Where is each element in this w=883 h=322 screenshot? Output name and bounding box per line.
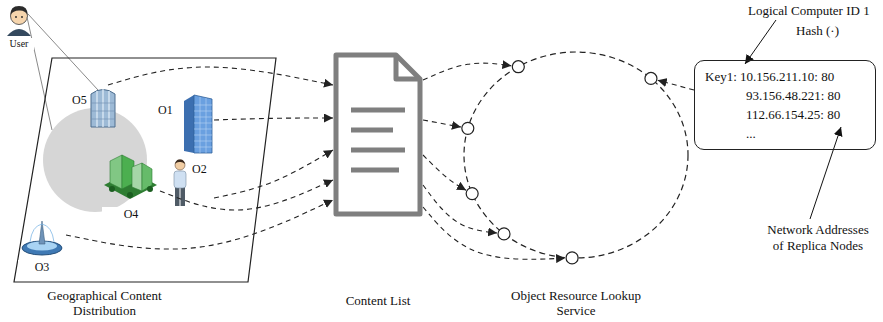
callout-label: Network Addresses of Replica Nodes bbox=[764, 222, 872, 254]
doc-outline bbox=[333, 52, 423, 217]
dashed-connector bbox=[423, 155, 466, 190]
user-eye bbox=[15, 16, 17, 18]
node-label: Geographical Content Distribution bbox=[42, 288, 167, 318]
map-object: O5 bbox=[72, 85, 120, 127]
ring-outline bbox=[460, 48, 692, 262]
dashed-connector bbox=[658, 80, 694, 90]
lookup-ring-path bbox=[464, 52, 688, 258]
campus-block bbox=[110, 155, 122, 189]
dashed-connector bbox=[214, 150, 333, 198]
person-leg bbox=[181, 187, 186, 206]
dashed-connector bbox=[160, 180, 333, 210]
map-object: O4 bbox=[102, 143, 160, 223]
callout-label: Logical Computer ID 1 bbox=[748, 3, 870, 19]
fountain-icon bbox=[22, 221, 62, 255]
building-body bbox=[91, 90, 115, 128]
tower-icon bbox=[184, 95, 212, 153]
node-label: O4 bbox=[102, 207, 160, 221]
content-list: Content List bbox=[333, 52, 423, 314]
node-label: Content List bbox=[333, 293, 423, 308]
ring-node bbox=[462, 122, 474, 134]
tower-front bbox=[194, 95, 212, 153]
node-label: Object Resource Lookup Service bbox=[506, 288, 646, 318]
person-head bbox=[175, 160, 185, 170]
person-torso bbox=[174, 171, 186, 188]
node-label: O3 bbox=[18, 260, 66, 274]
dashed-connector bbox=[423, 207, 565, 259]
ring-node bbox=[498, 228, 510, 240]
sight-line bbox=[27, 17, 52, 130]
node-label: O2 bbox=[192, 162, 207, 176]
ring-node bbox=[566, 252, 578, 264]
green-campus-icon bbox=[104, 155, 157, 199]
node-label: O1 bbox=[158, 103, 173, 117]
node-label: 112.66.154.25: 80 bbox=[746, 105, 840, 124]
dashed-connector bbox=[423, 63, 511, 80]
campus-tree bbox=[127, 192, 133, 198]
ring-node bbox=[512, 61, 524, 73]
ring-node bbox=[645, 72, 657, 84]
map-object: O1 bbox=[158, 93, 214, 155]
tower-windows bbox=[194, 97, 212, 153]
map-object: O2 bbox=[170, 158, 214, 208]
user-hair bbox=[10, 6, 27, 15]
leader-arrow bbox=[810, 127, 841, 219]
campus-block bbox=[132, 163, 142, 191]
node-label: 93.156.48.221: 80 bbox=[746, 86, 841, 105]
person-hair bbox=[175, 159, 185, 164]
document-fold bbox=[396, 55, 420, 79]
campus-tree bbox=[109, 186, 115, 192]
node-label: Key1: 10.156.211.10: 80 bbox=[705, 67, 834, 86]
document-page bbox=[336, 55, 420, 214]
dashed-connector bbox=[66, 200, 333, 249]
node-label: User bbox=[4, 38, 34, 50]
leader-arrow bbox=[745, 20, 776, 64]
campus-block bbox=[142, 163, 152, 191]
building-glass bbox=[97, 89, 109, 127]
user-figure: User bbox=[4, 2, 34, 52]
plane-outline bbox=[12, 55, 280, 285]
replica-box: Key1: 10.156.211.10: 8093.156.48.221: 80… bbox=[694, 60, 876, 150]
user-body bbox=[7, 29, 31, 36]
ring-node bbox=[466, 188, 478, 200]
user-eye bbox=[21, 16, 23, 18]
dashed-connector bbox=[423, 120, 461, 127]
node-label: O5 bbox=[72, 93, 87, 107]
dashed-connector bbox=[214, 118, 333, 120]
lookup-ring: Object Resource Lookup Service bbox=[460, 48, 692, 320]
fountain-jets bbox=[30, 224, 54, 242]
dashed-connector bbox=[108, 67, 333, 85]
dashed-connector bbox=[423, 185, 497, 233]
map-object: O3 bbox=[18, 218, 66, 276]
building-floors bbox=[91, 103, 115, 119]
campus-tree bbox=[147, 186, 153, 192]
person-leg bbox=[175, 187, 180, 206]
sight-line bbox=[28, 14, 98, 90]
tower-side bbox=[184, 95, 194, 153]
map-plane-border bbox=[14, 58, 276, 282]
callout-label: Hash (·) bbox=[796, 23, 839, 39]
node-label: ... bbox=[746, 124, 756, 143]
document-lines bbox=[351, 110, 405, 170]
map-plane: Geographical Content Distribution O5O1O2O… bbox=[12, 55, 280, 319]
building-icon bbox=[91, 89, 115, 127]
